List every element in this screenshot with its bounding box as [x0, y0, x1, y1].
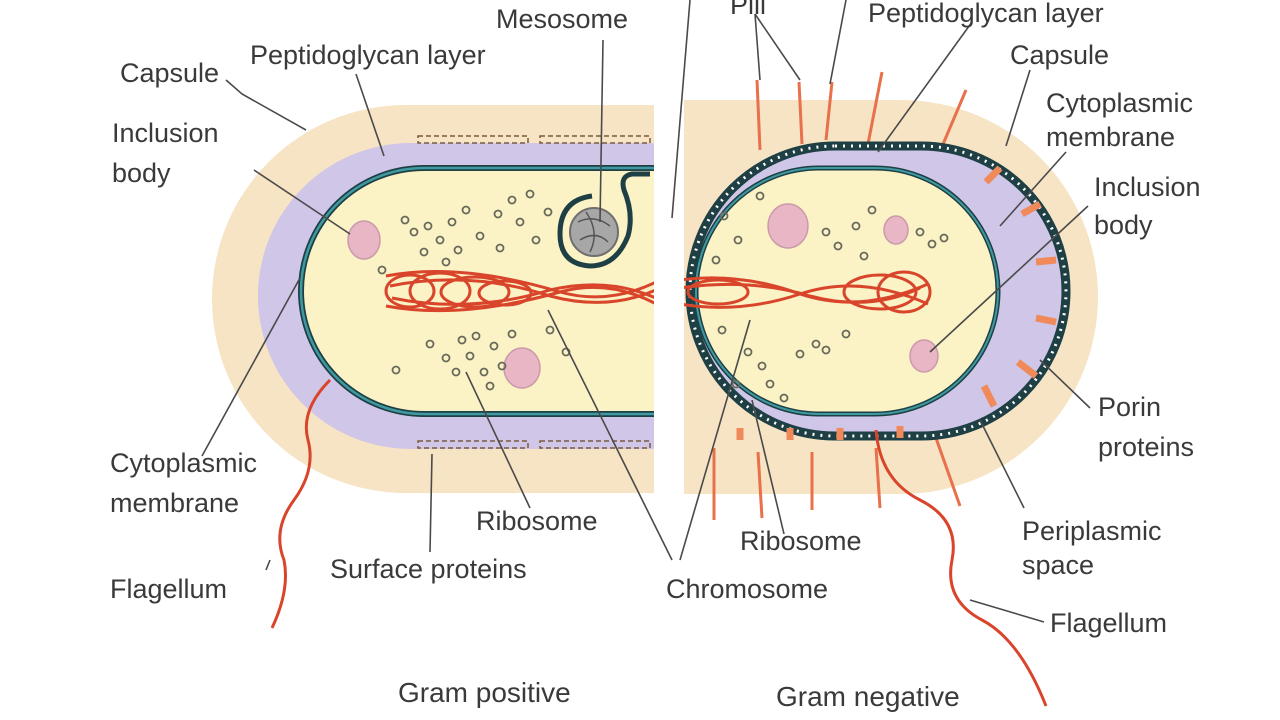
label-gp-cytoplasmic-2: membrane: [110, 488, 239, 518]
gram-positive-labels: Capsule Peptidoglycan layer Mesosome Inc…: [110, 4, 828, 604]
gn-ribosomes: [711, 191, 949, 403]
gp-inclusion-body: [347, 220, 381, 260]
label-gn-capsule: Capsule: [1010, 40, 1109, 70]
label-gp-mesosome: Mesosome: [496, 4, 628, 34]
gn-porin-proteins: [736, 165, 1057, 440]
gram-negative-labels: Pili Peptidoglycan layer Capsule Cytopla…: [730, 0, 1201, 638]
label-gn-cytoplasmic-1: Cytoplasmic: [1046, 88, 1193, 118]
gp-surface-proteins: [417, 135, 651, 449]
gp-inclusion-body-2: [503, 347, 541, 389]
label-gp-surface-proteins: Surface proteins: [330, 554, 527, 584]
gn-flagellum: [874, 429, 1048, 707]
label-gp-capsule: Capsule: [120, 58, 219, 88]
label-gp-flagellum: Flagellum: [110, 574, 227, 604]
gram-positive-cell: [212, 105, 654, 493]
label-gp-cytoplasmic-1: Cytoplasmic: [110, 448, 257, 478]
label-gn-peptidoglycan: Peptidoglycan layer: [868, 0, 1104, 28]
label-gp-ribosome: Ribosome: [476, 506, 598, 536]
gp-ribosomes: [377, 189, 571, 391]
gp-flagellum: [270, 378, 332, 629]
label-gp-peptidoglycan: Peptidoglycan layer: [250, 40, 486, 70]
label-gn-inclusion-1: Inclusion: [1094, 172, 1201, 202]
gn-pili: [712, 71, 968, 520]
label-gn-porin-1: Porin: [1098, 392, 1161, 422]
label-chromosome: Chromosome: [666, 574, 828, 604]
label-gp-inclusion-2: body: [112, 158, 171, 188]
caption-gram-positive: Gram positive: [398, 677, 571, 708]
label-gn-pili: Pili: [730, 0, 766, 20]
label-gn-periplasmic-1: Periplasmic: [1022, 516, 1162, 546]
label-gn-porin-2: proteins: [1098, 432, 1194, 462]
label-gn-ribosome: Ribosome: [740, 526, 862, 556]
gp-mesosome: [557, 171, 650, 269]
label-gn-inclusion-2: body: [1094, 210, 1153, 240]
label-gp-inclusion-1: Inclusion: [112, 118, 219, 148]
gn-chromosome: [684, 270, 932, 314]
cell-type-captions: Gram positive Gram negative: [398, 677, 960, 712]
caption-gram-negative: Gram negative: [776, 681, 960, 712]
label-gn-flagellum: Flagellum: [1050, 608, 1167, 638]
gn-inclusion-body: [909, 339, 939, 373]
label-gn-periplasmic-2: space: [1022, 550, 1094, 580]
gn-cytoplasm: [693, 165, 1001, 417]
label-gn-cytoplasmic-2: membrane: [1046, 122, 1175, 152]
leader-lines: [201, 0, 1091, 623]
gp-chromosome: [384, 270, 654, 313]
gram-negative-cell: [684, 71, 1098, 520]
